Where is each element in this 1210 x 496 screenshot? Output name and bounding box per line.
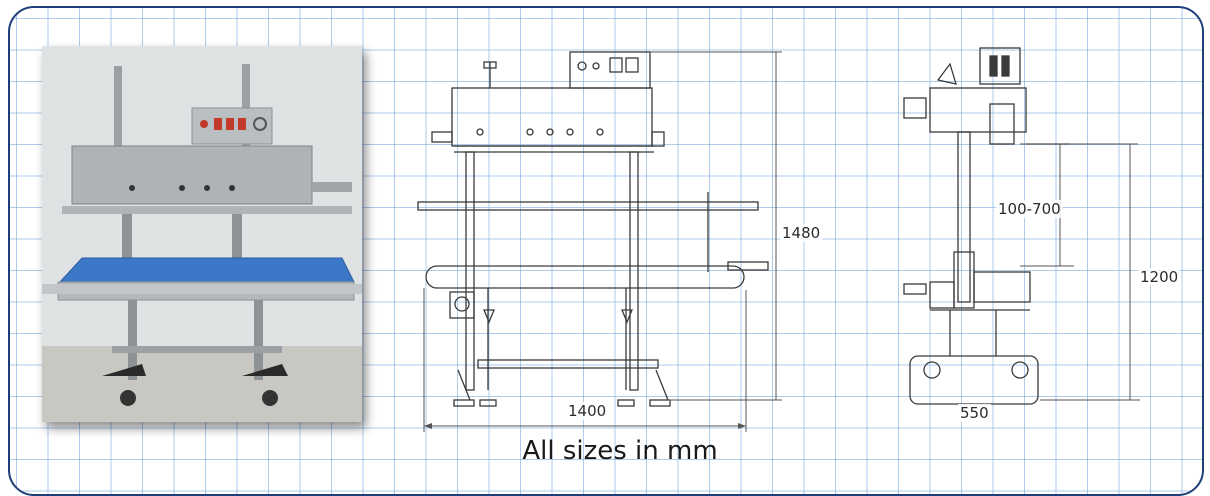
dim-adjust-range: 100-700: [996, 200, 1063, 218]
photo-illustration: [42, 46, 362, 422]
front-view: [417, 51, 769, 407]
machine-photo: [42, 46, 362, 422]
dim-conveyor-height: 1200: [1138, 268, 1181, 286]
dim-depth: 550: [958, 404, 991, 422]
dim-overall-height: 1480: [780, 224, 823, 242]
side-view: [903, 47, 1070, 405]
caption: All sizes in mm: [522, 436, 718, 466]
dim-overall-width: 1400: [566, 402, 609, 420]
